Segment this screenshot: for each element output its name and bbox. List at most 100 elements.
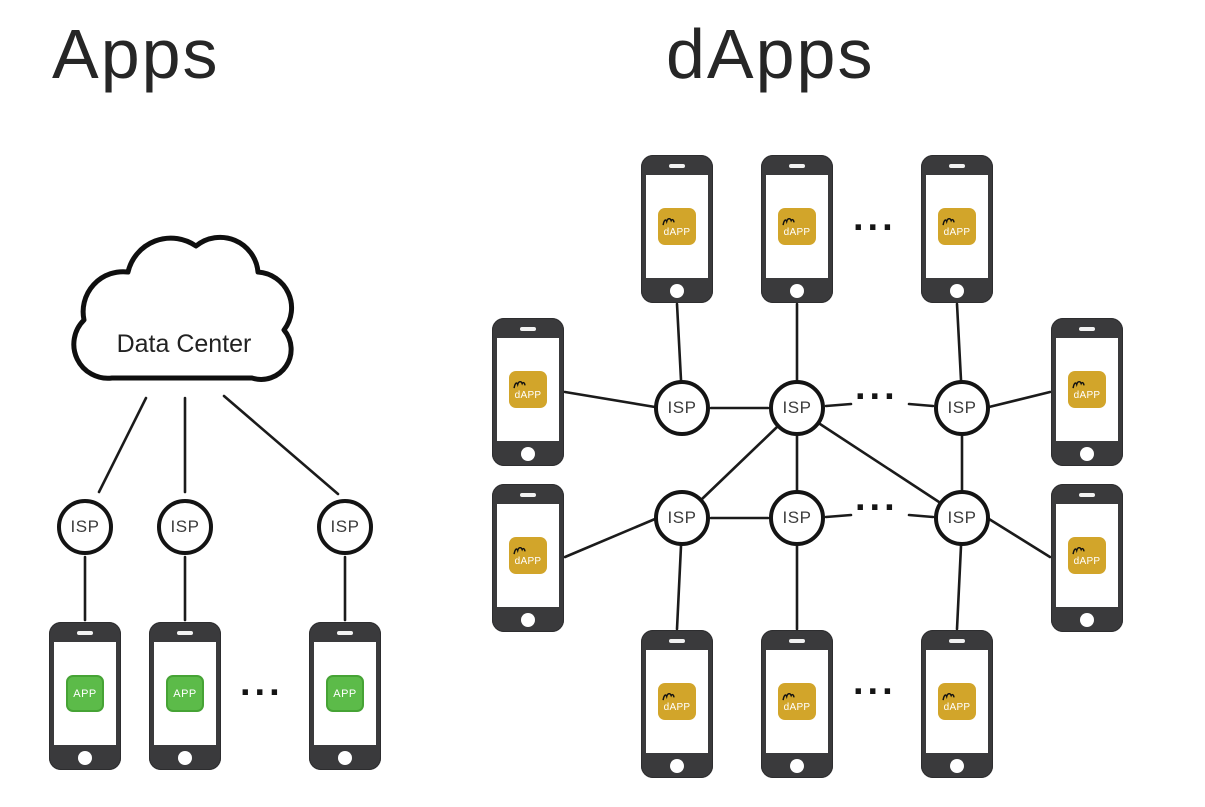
- isp-label: ISP: [782, 398, 812, 417]
- phone-screen: dAPP: [926, 175, 988, 278]
- speaker-bar: [520, 327, 536, 331]
- speaker-bar: [669, 164, 685, 168]
- dapp-label: dAPP: [1073, 556, 1101, 567]
- phone-screen: dAPP: [497, 338, 559, 441]
- speaker-bar: [669, 639, 685, 643]
- isp-node: ISP: [654, 380, 710, 436]
- isp-node: ISP: [57, 499, 113, 555]
- speaker-bar: [949, 639, 965, 643]
- speaker-bar: [177, 631, 193, 635]
- dapp-icon: dAPP: [1068, 371, 1106, 408]
- phone: dAPP: [492, 484, 564, 632]
- isp-node: ISP: [317, 499, 373, 555]
- dapp-icon: dAPP: [778, 683, 816, 720]
- dapp-glyph-icon: [942, 217, 955, 226]
- ellipsis: ...: [855, 477, 899, 519]
- phone-screen: dAPP: [497, 504, 559, 607]
- app-icon: APP: [166, 675, 204, 712]
- phone-screen: dAPP: [766, 175, 828, 278]
- phone: dAPP: [761, 155, 833, 303]
- home-button: [338, 751, 352, 765]
- speaker-bar: [789, 164, 805, 168]
- dapp-glyph-icon: [1072, 546, 1085, 555]
- isp-label: ISP: [667, 508, 697, 527]
- connection-line: [222, 394, 340, 496]
- isp-label: ISP: [947, 508, 977, 527]
- isp-node: ISP: [769, 380, 825, 436]
- home-button: [78, 751, 92, 765]
- phone-screen: APP: [314, 642, 376, 745]
- dapp-label: dAPP: [943, 702, 971, 713]
- connection-line: [97, 396, 148, 494]
- dapp-glyph-icon: [942, 692, 955, 701]
- isp-label: ISP: [947, 398, 977, 417]
- app-label: APP: [333, 687, 357, 700]
- dapp-icon: dAPP: [658, 683, 696, 720]
- ellipsis: ...: [853, 661, 897, 703]
- app-icon: APP: [66, 675, 104, 712]
- phone: APP: [149, 622, 221, 770]
- home-button: [670, 284, 684, 298]
- speaker-bar: [949, 164, 965, 168]
- connection-line: [700, 425, 779, 501]
- phone-screen: dAPP: [1056, 504, 1118, 607]
- dapp-label: dAPP: [1073, 390, 1101, 401]
- isp-label: ISP: [70, 517, 100, 536]
- connection-line: [987, 390, 1052, 409]
- phone: APP: [49, 622, 121, 770]
- data-center-label: Data Center: [116, 330, 252, 358]
- connection-line: [675, 302, 683, 382]
- home-button: [950, 759, 964, 773]
- isp-node: ISP: [934, 490, 990, 546]
- dapp-label: dAPP: [783, 702, 811, 713]
- phone-screen: APP: [154, 642, 216, 745]
- phone: dAPP: [641, 630, 713, 778]
- home-button: [790, 759, 804, 773]
- app-icon: APP: [326, 675, 364, 712]
- speaker-bar: [520, 493, 536, 497]
- speaker-bar: [1079, 327, 1095, 331]
- dapp-glyph-icon: [662, 217, 675, 226]
- home-button: [670, 759, 684, 773]
- isp-node: ISP: [769, 490, 825, 546]
- dapp-glyph-icon: [662, 692, 675, 701]
- dapp-icon: dAPP: [938, 208, 976, 245]
- connection-line: [955, 544, 963, 631]
- right-title: dApps: [666, 15, 875, 93]
- isp-label: ISP: [667, 398, 697, 417]
- phone-screen: dAPP: [646, 650, 708, 753]
- connection-line: [907, 402, 935, 408]
- dapp-icon: dAPP: [509, 371, 547, 408]
- dapp-label: dAPP: [514, 390, 542, 401]
- dapp-icon: dAPP: [778, 208, 816, 245]
- speaker-bar: [789, 639, 805, 643]
- dapp-label: dAPP: [783, 227, 811, 238]
- connection-line: [563, 390, 657, 409]
- isp-node: ISP: [654, 490, 710, 546]
- connection-line: [563, 517, 657, 559]
- phone: dAPP: [492, 318, 564, 466]
- phone-screen: dAPP: [766, 650, 828, 753]
- home-button: [1080, 447, 1094, 461]
- phone: dAPP: [921, 155, 993, 303]
- isp-node: ISP: [934, 380, 990, 436]
- dapp-label: dAPP: [514, 556, 542, 567]
- home-button: [521, 447, 535, 461]
- dapp-glyph-icon: [782, 217, 795, 226]
- dapp-icon: dAPP: [938, 683, 976, 720]
- connection-line: [824, 402, 853, 408]
- dapp-label: dAPP: [663, 702, 691, 713]
- speaker-bar: [337, 631, 353, 635]
- phone-screen: APP: [54, 642, 116, 745]
- phone: dAPP: [761, 630, 833, 778]
- ellipsis: ...: [853, 197, 897, 239]
- phone: dAPP: [641, 155, 713, 303]
- home-button: [521, 613, 535, 627]
- dapp-icon: dAPP: [1068, 537, 1106, 574]
- phone: APP: [309, 622, 381, 770]
- dapp-label: dAPP: [943, 227, 971, 238]
- connection-line: [987, 517, 1052, 559]
- home-button: [950, 284, 964, 298]
- speaker-bar: [1079, 493, 1095, 497]
